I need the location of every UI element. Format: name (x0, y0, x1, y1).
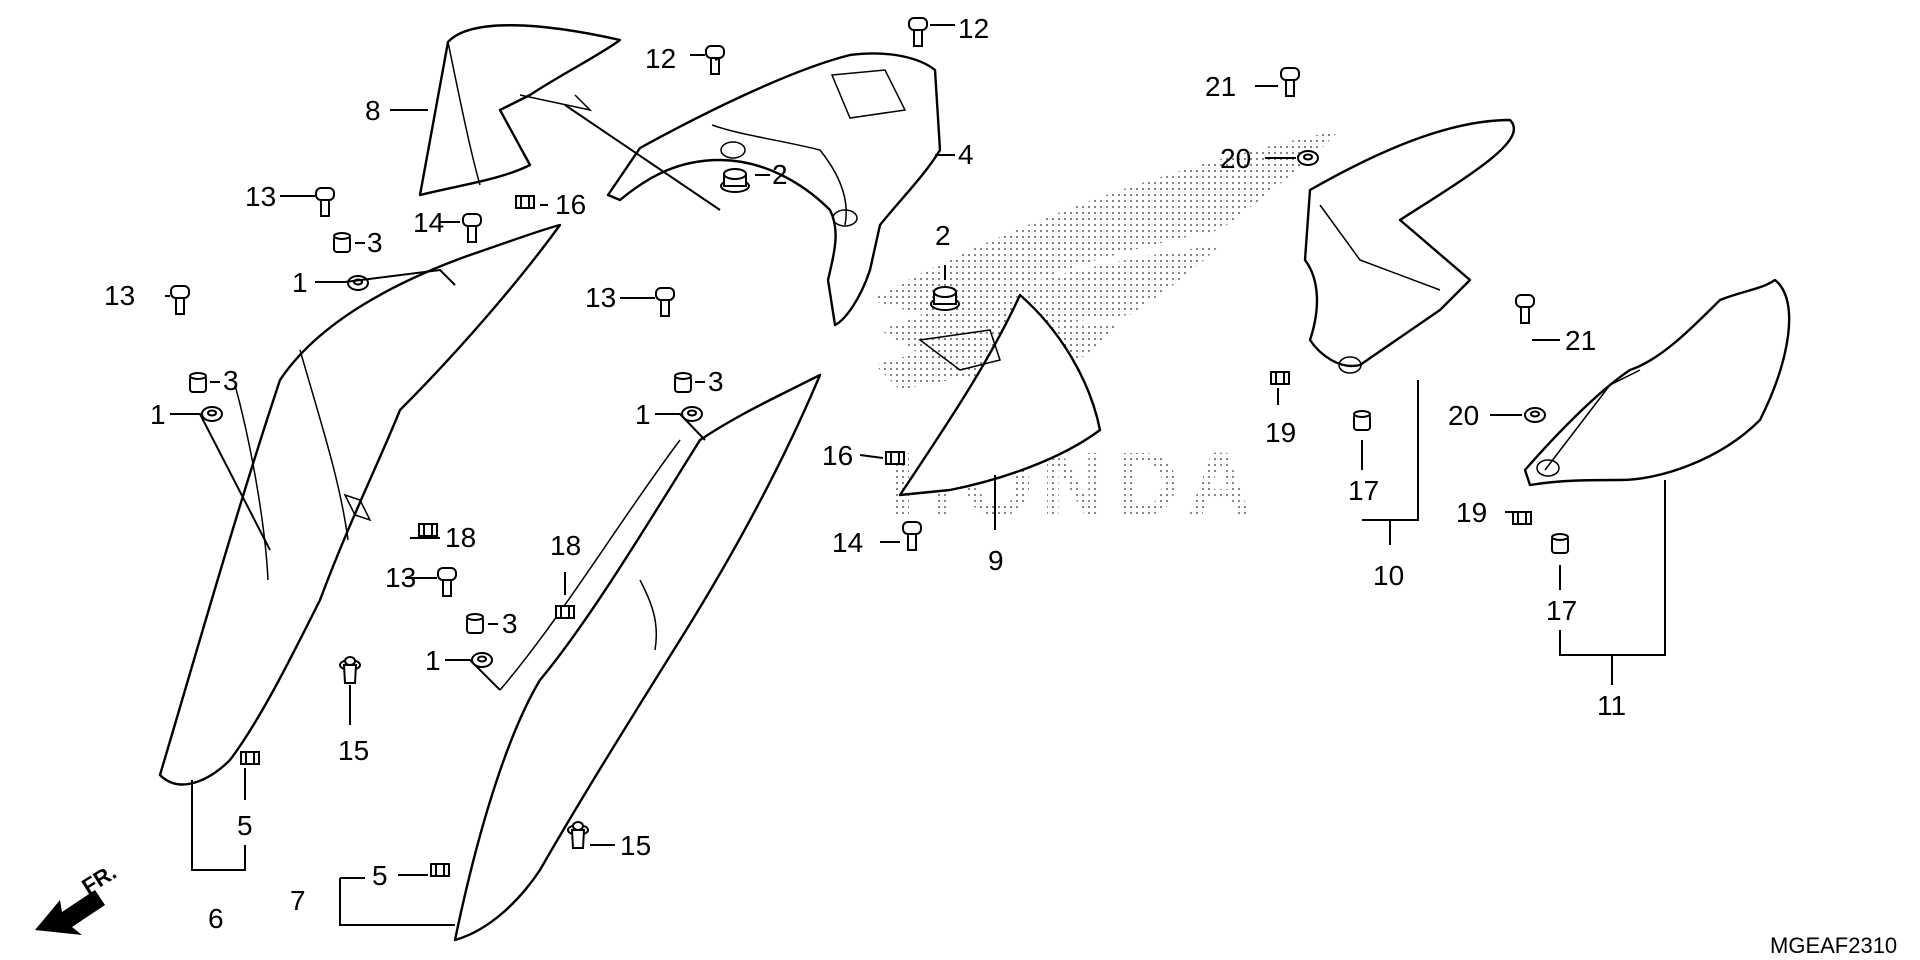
callout-12b: 12 (645, 43, 676, 74)
block-5a (240, 751, 260, 765)
front-label: FR. (77, 859, 120, 899)
grommet-2a (720, 168, 750, 193)
callout-3a: 3 (367, 227, 383, 258)
callout-12a: 12 (958, 13, 989, 44)
callout-13b: 13 (104, 280, 135, 311)
bolt-14a (462, 213, 482, 243)
callout-3c: 3 (708, 366, 724, 397)
callout-2b: 2 (935, 220, 951, 251)
diagram-code: MGEAF2310 (1770, 933, 1897, 958)
clip-19a (1270, 371, 1290, 385)
front-direction-indicator: FR. (35, 859, 121, 935)
callout-5a: 5 (237, 810, 253, 841)
callout-17b: 17 (1546, 595, 1577, 626)
callout-15b: 15 (620, 830, 651, 861)
part-center-panel (898, 293, 1102, 497)
callout-3b: 3 (223, 365, 239, 396)
callout-19a: 19 (1265, 417, 1296, 448)
callout-2a: 2 (772, 159, 788, 190)
bolt-21b (1515, 294, 1535, 324)
callout-1a: 1 (292, 267, 308, 298)
callout-13a: 13 (245, 181, 276, 212)
leader-lines (165, 24, 1666, 926)
washer-1a (347, 275, 369, 291)
callout-9: 9 (988, 545, 1004, 576)
collar-3c (674, 372, 692, 393)
part-rear-cowl (606, 52, 942, 327)
part-left-grab-rail (1523, 278, 1791, 487)
callout-20b: 20 (1448, 400, 1479, 431)
callout-14a: 14 (413, 207, 444, 238)
collar-3b (189, 372, 207, 393)
callout-1b: 1 (150, 399, 166, 430)
callout-18a: 18 (445, 522, 476, 553)
callout-labels: 8 12 12 4 2 2 13 3 1 14 16 13 3 1 13 3 1… (104, 13, 1626, 934)
bolt-12a (908, 17, 928, 47)
rivet-15a (339, 656, 361, 684)
callout-10: 10 (1373, 560, 1404, 591)
block-5b (430, 863, 450, 877)
callout-1d: 1 (425, 645, 441, 676)
callout-16a: 16 (555, 189, 586, 220)
rivet-15b (567, 821, 589, 849)
callout-13d: 13 (385, 562, 416, 593)
washer-1b (201, 406, 223, 422)
callout-4: 4 (958, 139, 974, 170)
callout-7: 7 (290, 885, 306, 916)
arrow-icon (35, 890, 105, 935)
part-right-side-cover (453, 373, 822, 942)
bolt-13b (170, 285, 190, 315)
callout-18b: 18 (550, 530, 581, 561)
callout-21b: 21 (1565, 325, 1596, 356)
callout-14b: 14 (832, 527, 863, 558)
bolt-21a (1280, 67, 1300, 97)
callout-3d: 3 (502, 608, 518, 639)
washer-20a (1297, 150, 1319, 166)
callout-5b: 5 (372, 860, 388, 891)
part-right-grab-rail (1303, 118, 1516, 374)
collar-3a (333, 232, 351, 253)
bolt-13c (655, 287, 675, 317)
callout-8: 8 (365, 95, 381, 126)
clip-19b (1512, 511, 1532, 525)
callout-16b: 16 (822, 440, 853, 471)
part-seat-cowl (418, 24, 622, 197)
part-left-side-cover (158, 223, 562, 786)
callout-13c: 13 (585, 282, 616, 313)
clip-18b (555, 605, 575, 619)
callout-15a: 15 (338, 735, 369, 766)
bolt-13d (437, 567, 457, 597)
callout-1c: 1 (635, 399, 651, 430)
bolt-13a (315, 187, 335, 217)
callout-17a: 17 (1348, 475, 1379, 506)
collar-17b (1551, 533, 1569, 554)
washer-20b (1524, 407, 1546, 423)
clip-16b (885, 451, 905, 465)
grommet-2b (930, 286, 960, 311)
callout-20a: 20 (1220, 143, 1251, 174)
clip-16a (515, 195, 535, 209)
callout-19b: 19 (1456, 497, 1487, 528)
collar-17a (1353, 410, 1371, 431)
callout-11: 11 (1597, 690, 1626, 721)
collar-3d (466, 613, 484, 634)
bolt-14b (902, 521, 922, 551)
callout-21a: 21 (1205, 71, 1236, 102)
callout-6: 6 (208, 903, 224, 934)
clip-18a (418, 523, 438, 537)
